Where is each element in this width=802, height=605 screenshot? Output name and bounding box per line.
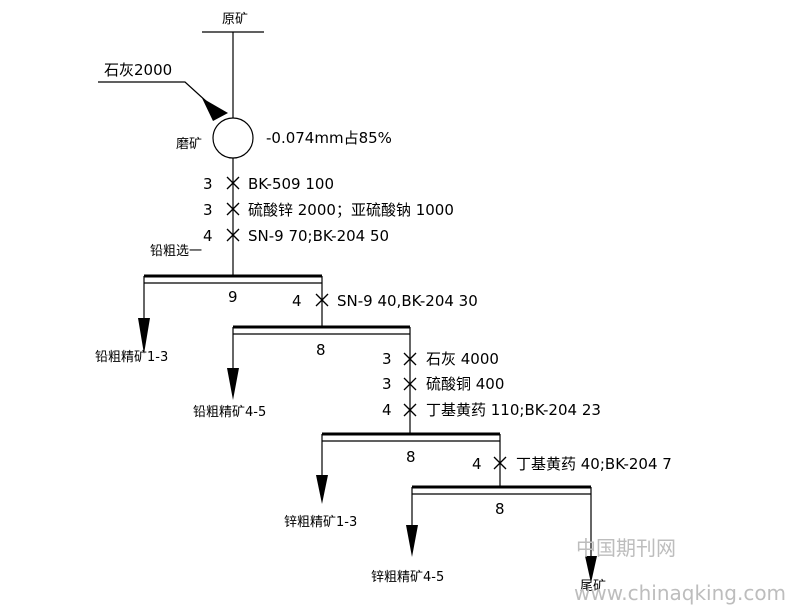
tailings-arrowhead [585, 556, 597, 583]
lead-concentrate-2-arrowhead [227, 368, 239, 400]
reagent-time: 4 [203, 227, 213, 245]
reagent-dosage: BK-509 100 [248, 175, 334, 193]
tailings-label: 尾矿 [580, 579, 606, 594]
flotation-time: 8 [406, 448, 416, 466]
lead-rough-concentrate-2-label: 铅粗精矿4-5 [193, 405, 266, 420]
reagent-time: 4 [382, 401, 392, 419]
flotation-time: 8 [495, 500, 505, 518]
reagent-time: 4 [472, 455, 482, 473]
reagent-addition-mark [226, 176, 240, 190]
reagent-addition-mark [403, 352, 417, 366]
reagent-dosage: SN-9 40,BK-204 30 [337, 292, 478, 310]
reagent-dosage: SN-9 70;BK-204 50 [248, 227, 389, 245]
reagent-addition-mark [315, 293, 329, 307]
lead-rough-concentrate-1-label: 铅粗精矿1-3 [95, 350, 168, 365]
reagent-addition-mark [226, 202, 240, 216]
grinding-mill-circle [212, 117, 254, 159]
lead-concentrate-1-arrowhead [138, 318, 150, 354]
reagent-time: 3 [203, 175, 213, 193]
flotation-time: 8 [316, 341, 326, 359]
reagent-addition-mark [403, 403, 417, 417]
reagent-time: 3 [382, 375, 392, 393]
lime-feed-label: 石灰2000 [104, 61, 172, 79]
lead-rougher-1-label: 铅粗选一 [150, 244, 202, 259]
zinc-concentrate-2-arrowhead [406, 525, 418, 557]
zinc-rough-concentrate-2-label: 锌粗精矿4-5 [371, 570, 444, 585]
reagent-dosage: 石灰 4000 [426, 350, 499, 368]
watermark-cn: 中国期刊网 [576, 536, 676, 560]
reagent-dosage: 硫酸铜 400 [426, 375, 504, 393]
reagent-time: 3 [203, 201, 213, 219]
reagent-time: 3 [382, 350, 392, 368]
reagent-dosage: 硫酸锌 2000；亚硫酸钠 1000 [248, 201, 454, 219]
zinc-concentrate-1-arrowhead [316, 475, 328, 504]
reagent-addition-mark [493, 456, 507, 470]
reagent-time: 4 [292, 292, 302, 310]
grind-size-spec: -0.074mm占85% [266, 129, 392, 147]
zinc-rough-concentrate-1-label: 锌粗精矿1-3 [284, 515, 357, 530]
reagent-dosage: 丁基黄药 40;BK-204 7 [516, 455, 672, 473]
grinding-label: 磨矿 [176, 137, 202, 152]
watermark-url: www.chinaqking.com [574, 581, 786, 605]
lime-feed-line [98, 81, 219, 113]
reagent-addition-mark [403, 377, 417, 391]
reagent-dosage: 丁基黄药 110;BK-204 23 [426, 401, 601, 419]
lime-feed-arrowhead [202, 98, 228, 121]
feed-label: 原矿 [222, 12, 248, 27]
flotation-time: 9 [228, 288, 238, 306]
reagent-addition-mark [226, 228, 240, 242]
